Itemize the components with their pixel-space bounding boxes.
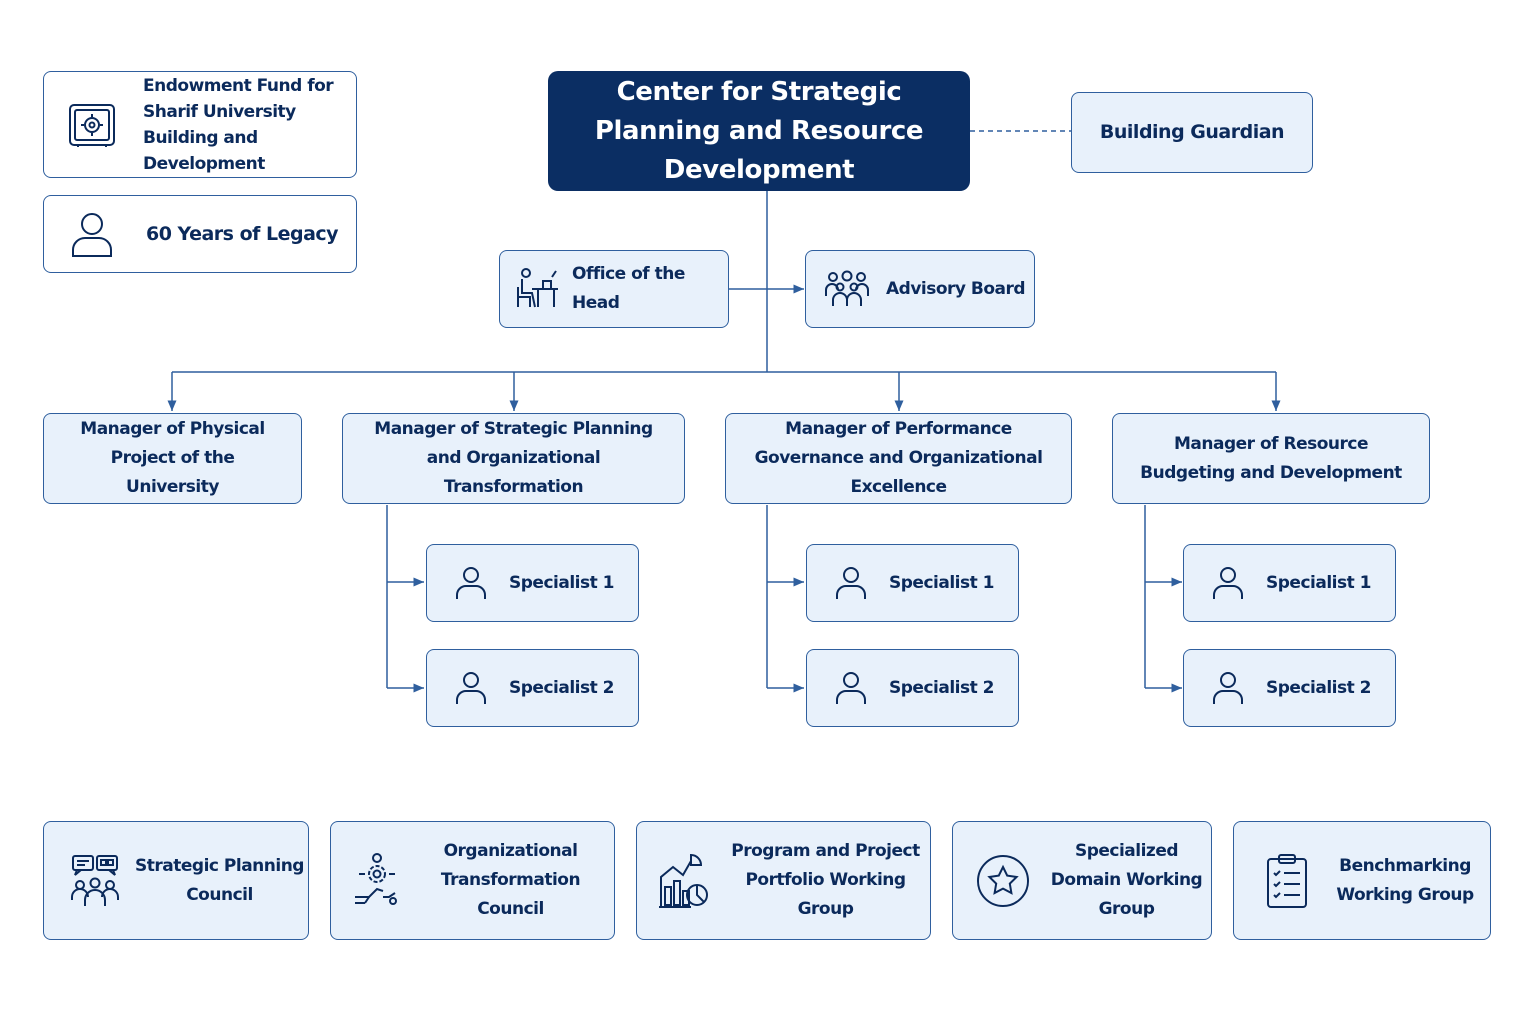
- council-label: Specialized Domain Working Group: [1050, 841, 1203, 919]
- council-label: Organizational Transformation Council: [440, 841, 581, 919]
- specialist-box: Specialist 2: [426, 649, 639, 727]
- portfolio-chart-icon: [657, 853, 709, 909]
- specialist-box: Specialist 2: [1183, 649, 1396, 727]
- manager-physical-project-box: Manager of Physical Project of the Unive…: [43, 413, 302, 504]
- council-label: Strategic Planning Council: [135, 855, 304, 905]
- specialist-label: Specialist 2: [1266, 677, 1371, 698]
- person-icon: [835, 671, 867, 705]
- person-icon: [70, 210, 114, 258]
- council-label: Program and Project Portfolio Working Gr…: [731, 841, 920, 919]
- root-node: Center for Strategic Planning and Resour…: [548, 71, 970, 191]
- manager-label: Manager of Physical Project of the Unive…: [80, 419, 265, 497]
- office-of-head-box: Office of the Head: [499, 250, 729, 328]
- person-icon: [455, 566, 487, 600]
- manager-label: Manager of Strategic Planning and Organi…: [374, 419, 653, 497]
- person-icon: [1212, 566, 1244, 600]
- checklist-icon: [1266, 853, 1308, 909]
- building-guardian-label: Building Guardian: [1099, 121, 1285, 143]
- organizational-transformation-council-box: Organizational Transformation Council: [330, 821, 615, 940]
- person-icon: [835, 566, 867, 600]
- benchmarking-working-group-box: Benchmarking Working Group: [1233, 821, 1491, 940]
- specialized-domain-working-group-box: Specialized Domain Working Group: [952, 821, 1212, 940]
- specialist-box: Specialist 1: [1183, 544, 1396, 622]
- endowment-fund-label: Endowment Fund for Sharif University Bui…: [143, 75, 334, 174]
- specialist-box: Specialist 1: [426, 544, 639, 622]
- legacy-label: 60 Years of Legacy: [146, 222, 339, 245]
- desk-person-icon: [516, 267, 560, 311]
- program-portfolio-working-group-box: Program and Project Portfolio Working Gr…: [636, 821, 931, 940]
- specialist-label: Specialist 1: [509, 572, 614, 593]
- legacy-box: 60 Years of Legacy: [43, 195, 357, 273]
- manager-performance-governance-box: Manager of Performance Governance and Or…: [725, 413, 1072, 504]
- specialist-label: Specialist 1: [1266, 572, 1371, 593]
- manager-label: Manager of Performance Governance and Or…: [754, 419, 1043, 497]
- specialist-box: Specialist 1: [806, 544, 1019, 622]
- advisory-board-box: Advisory Board: [805, 250, 1035, 328]
- specialist-label: Specialist 1: [889, 572, 994, 593]
- root-title: Center for Strategic Planning and Resour…: [594, 76, 924, 185]
- person-icon: [455, 671, 487, 705]
- building-guardian-box: Building Guardian: [1071, 92, 1313, 173]
- manager-strategic-planning-box: Manager of Strategic Planning and Organi…: [342, 413, 685, 504]
- office-of-head-label: Office of the Head: [572, 264, 685, 313]
- strategic-planning-council-box: Strategic Planning Council: [43, 821, 309, 940]
- vault-icon: [68, 101, 116, 149]
- gear-person-icon: [353, 852, 401, 909]
- endowment-fund-box: Endowment Fund for Sharif University Bui…: [43, 71, 357, 178]
- specialist-label: Specialist 2: [889, 677, 994, 698]
- advisory-board-label: Advisory Board: [886, 278, 1026, 299]
- person-icon: [1212, 671, 1244, 705]
- specialist-box: Specialist 2: [806, 649, 1019, 727]
- group-icon: [825, 270, 869, 308]
- specialist-label: Specialist 2: [509, 677, 614, 698]
- manager-label: Manager of Resource Budgeting and Develo…: [1140, 433, 1402, 483]
- council-label: Benchmarking Working Group: [1336, 855, 1474, 905]
- discussion-group-icon: [71, 854, 119, 908]
- manager-resource-budgeting-box: Manager of Resource Budgeting and Develo…: [1112, 413, 1430, 504]
- star-icon: [976, 854, 1030, 908]
